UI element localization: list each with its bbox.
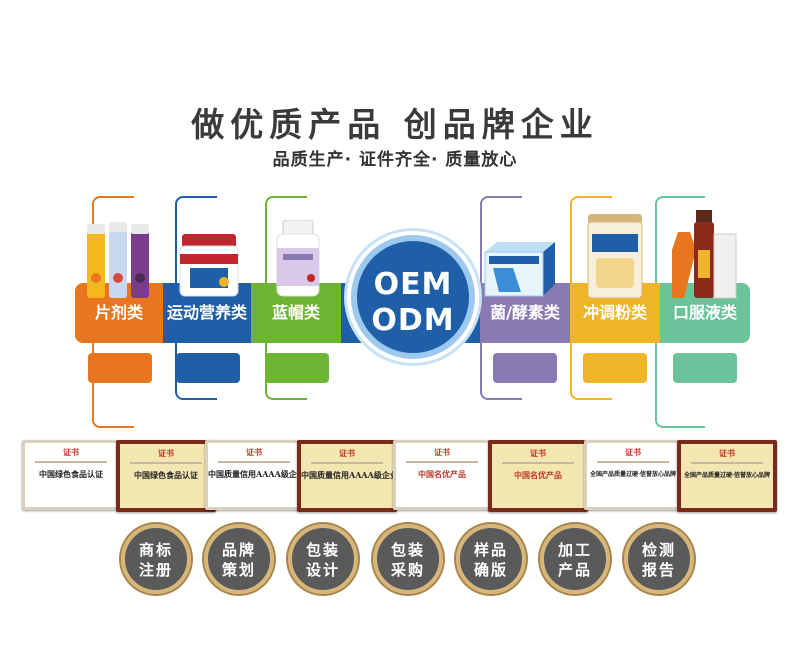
certificate-divider <box>35 461 107 463</box>
tab-box-liquid <box>673 353 737 383</box>
certificate-divider <box>311 462 383 464</box>
tab-box-sports <box>176 353 240 383</box>
certificate-name: 中国质量信用AAAA级企业 <box>301 470 393 480</box>
certificate-heading: 证书 <box>339 449 355 458</box>
oral-liquid-image <box>672 210 737 299</box>
category-label-bluehat: 蓝帽类 <box>271 303 320 322</box>
certificate-divider <box>502 462 574 464</box>
service-badge-line2: 产品 <box>557 561 592 579</box>
certificate-divider <box>406 461 478 463</box>
certificate-name: 中国绿色食品认证 <box>39 469 103 479</box>
certificate-name: 中国名优产品 <box>418 469 466 479</box>
supplement-bottle-image <box>276 220 320 297</box>
service-badge-line1: 包装 <box>390 541 425 559</box>
certificate-divider <box>130 462 202 464</box>
certificate-heading: 证书 <box>719 449 735 458</box>
certificate-name: 全国产品质量过硬·信誉放心品牌 <box>683 472 771 479</box>
service-badge-package-purchase: 包装 采购 <box>373 524 443 594</box>
certificate-heading: 证书 <box>434 448 450 457</box>
tab-box-tablets <box>88 353 152 383</box>
service-badge-line1: 检测 <box>641 541 676 559</box>
page-subtitle: 品质生产· 证件齐全· 质量放心 <box>272 150 518 170</box>
service-badge-processing: 加工 产品 <box>540 524 610 594</box>
tab-box-bluehat <box>265 353 329 383</box>
certificate: 证书 中国质量信用AAAA级企业 <box>205 440 303 510</box>
odm-label: ODM <box>371 303 455 338</box>
service-badge-sample: 样品 确版 <box>456 524 526 594</box>
category-label-powder: 冲调粉类 <box>582 303 647 322</box>
protein-jar-image <box>179 234 239 297</box>
service-badge-package-design: 包装 设计 <box>288 524 358 594</box>
certificate-heading: 证书 <box>530 449 546 458</box>
service-badge-line2: 设计 <box>305 561 340 579</box>
effervescent-tube-image <box>87 222 149 298</box>
certificate: 证书 中国质量信用AAAA级企业 <box>297 440 397 512</box>
service-badge-line1: 样品 <box>473 541 508 559</box>
certificate: 证书 中国绿色食品认证 <box>22 440 120 510</box>
certificate-divider <box>218 461 290 463</box>
service-badge-line1: 加工 <box>557 541 592 559</box>
service-badge-line1: 商标 <box>138 541 173 559</box>
probiotic-box-image <box>484 242 555 297</box>
service-badge-line2: 采购 <box>390 561 425 579</box>
category-label-liquid: 口服液类 <box>672 303 737 322</box>
certificate: 证书 中国名优产品 <box>488 440 588 512</box>
service-badge-trademark: 商标 注册 <box>121 524 191 594</box>
certificate-name: 中国绿色食品认证 <box>134 470 198 480</box>
category-label-sports: 运动营养类 <box>166 303 247 322</box>
service-badge-testing: 检测 报告 <box>624 524 694 594</box>
service-badge-line2: 注册 <box>138 561 173 579</box>
certificate-heading: 证书 <box>63 448 79 457</box>
service-badge-line1: 品牌 <box>221 541 256 559</box>
service-badge-line1: 包装 <box>305 541 340 559</box>
tab-box-enzyme <box>493 353 557 383</box>
certificate-heading: 证书 <box>246 448 262 457</box>
certificate-name: 全国产品质量过硬·信誉放心品牌 <box>589 471 677 478</box>
certificate: 证书 全国产品质量过硬·信誉放心品牌 <box>677 440 777 512</box>
certificate-divider <box>597 461 669 463</box>
certificate: 证书 中国名优产品 <box>393 440 491 510</box>
category-label-enzyme: 菌/酵素类 <box>490 303 560 322</box>
service-badge-line2: 确版 <box>473 561 508 579</box>
certificate-divider <box>691 462 763 464</box>
certificate-heading: 证书 <box>625 448 641 457</box>
certificate-name: 中国名优产品 <box>514 470 562 480</box>
milk-powder-can-image <box>587 214 643 299</box>
service-badge-branding: 品牌 策划 <box>204 524 274 594</box>
service-badge-line2: 报告 <box>641 561 676 579</box>
page-title: 做优质产品 创品牌企业 <box>191 105 599 144</box>
oem-label: OEM <box>373 267 453 302</box>
certificate-heading: 证书 <box>158 449 174 458</box>
certificate: 证书 中国绿色食品认证 <box>116 440 216 512</box>
category-label-tablets: 片剂类 <box>94 303 143 322</box>
certificate-name: 中国质量信用AAAA级企业 <box>208 469 300 479</box>
service-badge-line2: 策划 <box>221 561 256 579</box>
oem-odm-circle: OEM ODM <box>351 235 475 359</box>
certificate: 证书 全国产品质量过硬·信誉放心品牌 <box>584 440 682 510</box>
tab-box-powder <box>583 353 647 383</box>
